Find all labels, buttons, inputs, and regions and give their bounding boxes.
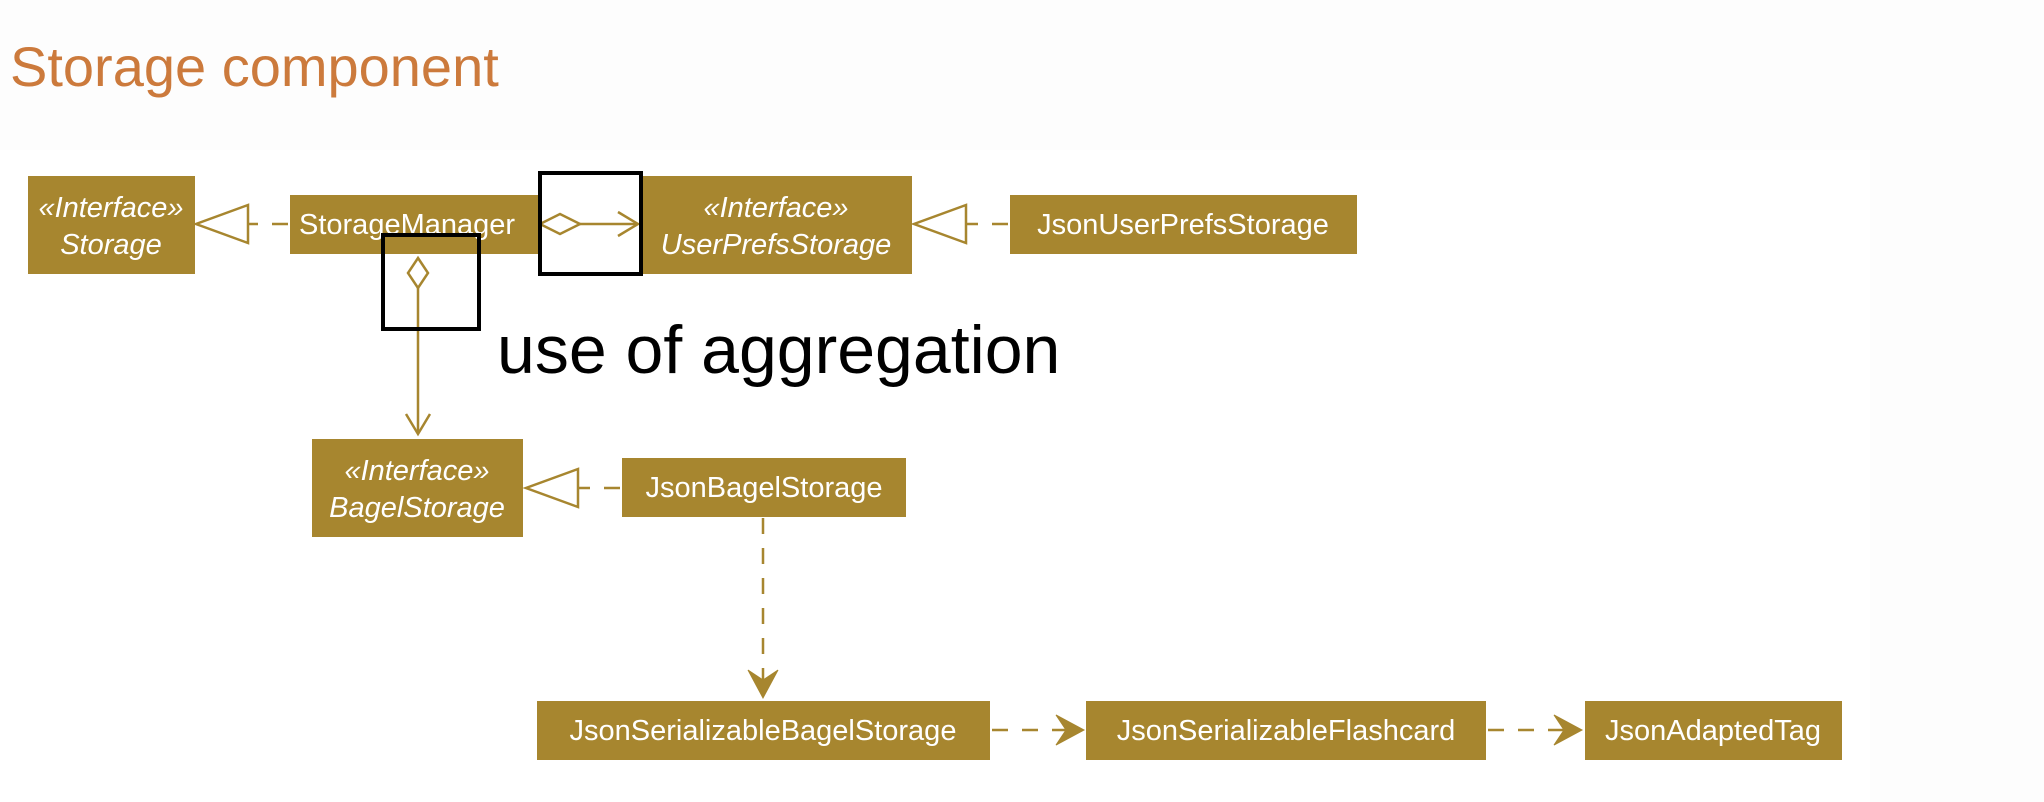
node-jsonserializableflashcard: JsonSerializableFlashcard (1086, 701, 1486, 760)
edge-jsonbagel-realizes-bagelstorage (522, 467, 620, 509)
right-margin (1870, 0, 2044, 802)
node-storage-interface: «Interface» Storage (28, 176, 195, 274)
node-jsonbagelstorage: JsonBagelStorage (622, 458, 906, 517)
aggregation-annotation: use of aggregation (497, 312, 1060, 388)
header-band (0, 0, 1870, 150)
edge-flashcard-depends-adaptedtag (1488, 714, 1584, 746)
node-jsonadaptedtag: JsonAdaptedTag (1585, 701, 1842, 760)
node-name: Storage (60, 229, 162, 261)
node-name: BagelStorage (329, 492, 505, 524)
node-name: JsonSerializableFlashcard (1117, 715, 1456, 747)
node-name: UserPrefsStorage (661, 229, 892, 261)
node-userprefsstorage-interface: «Interface» UserPrefsStorage (640, 176, 912, 274)
node-jsonuserprefsstorage: JsonUserPrefsStorage (1010, 195, 1357, 254)
stereotype-label: «Interface» (703, 192, 848, 224)
aggregation-highlight-box-vertical (381, 233, 481, 331)
stereotype-label: «Interface» (344, 455, 489, 487)
edge-storagemanager-realizes-storage (192, 203, 288, 245)
page-title: Storage component (10, 35, 499, 98)
node-name: JsonUserPrefsStorage (1037, 209, 1329, 241)
node-name: JsonAdaptedTag (1605, 715, 1821, 747)
stereotype-label: «Interface» (38, 192, 183, 224)
edge-serializablebagel-depends-flashcard (992, 714, 1086, 746)
edge-jsonbagel-depends-serializablebagel (747, 518, 779, 700)
node-jsonserializablebagelstorage: JsonSerializableBagelStorage (537, 701, 990, 760)
diagram-canvas (0, 150, 1870, 802)
node-storagemanager: StorageManager (290, 195, 540, 254)
node-name: JsonSerializableBagelStorage (570, 715, 957, 747)
node-bagelstorage-interface: «Interface» BagelStorage (312, 439, 523, 537)
edge-jsonuserprefs-realizes-userprefs (910, 203, 1008, 245)
edge-storagemanager-aggregates-bagelstorage (404, 255, 432, 437)
aggregation-highlight-box-horizontal (538, 171, 643, 276)
node-name: JsonBagelStorage (646, 472, 883, 504)
edge-storagemanager-aggregates-userprefsstorage (537, 210, 641, 238)
